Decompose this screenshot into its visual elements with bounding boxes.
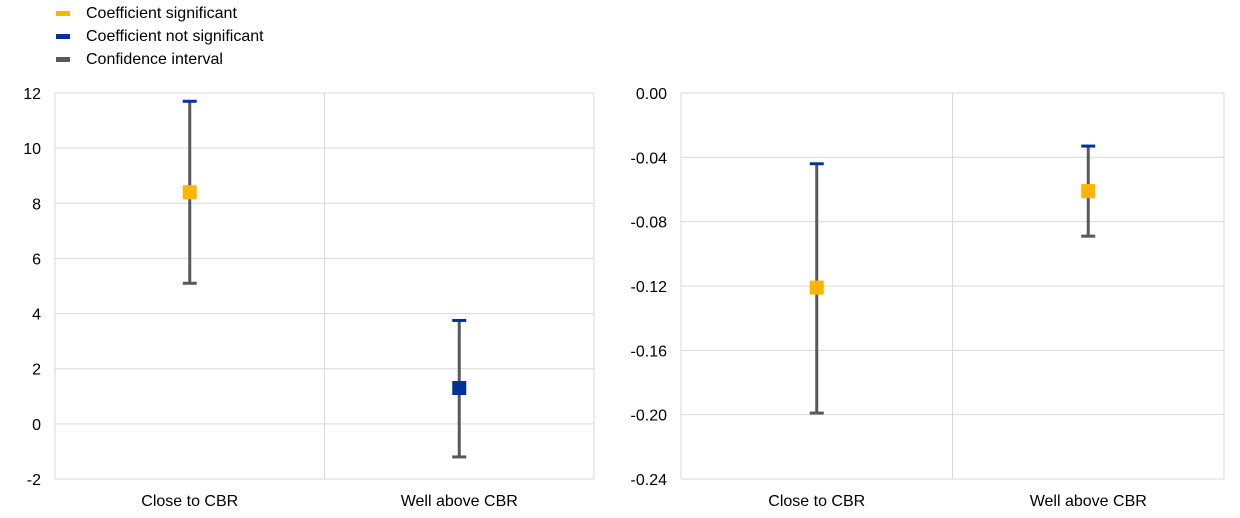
y-tick-label: 8 — [32, 196, 41, 213]
y-tick-label: -0.12 — [631, 279, 668, 296]
chart-right: 0.00 -0.04 -0.08 -0.12 -0.16 -0.20 -0.24Close … — [631, 86, 1225, 510]
y-tick-label: 0 — [32, 417, 41, 434]
legend-label-confidence-interval: Confidence interval — [86, 50, 223, 68]
y-tick-label: -0.04 — [631, 150, 668, 167]
y-tick-label: -0.20 — [631, 408, 668, 425]
legend-label-not-significant: Coefficient not significant — [86, 27, 264, 45]
legend-item-significant: Coefficient significant — [56, 2, 264, 25]
legend-swatch-not-significant — [56, 34, 70, 39]
y-tick-label: 4 — [32, 307, 41, 324]
coefficient-marker-not-significant — [452, 381, 467, 396]
y-tick-label: 0.00 — [636, 86, 667, 103]
x-tick-label: Well above CBR — [1030, 493, 1147, 510]
x-tick-label: Close to CBR — [768, 493, 865, 510]
legend-swatch-significant — [56, 11, 70, 16]
coefficient-marker-significant — [1081, 184, 1096, 199]
y-tick-label: -0.08 — [631, 215, 668, 232]
coefficient-marker-significant — [809, 280, 824, 295]
legend-item-confidence-interval: Confidence interval — [56, 48, 264, 71]
y-tick-label: 2 — [32, 362, 41, 379]
chart-legend: Coefficient significant Coefficient not … — [56, 2, 264, 71]
x-tick-label: Well above CBR — [401, 493, 518, 510]
y-tick-label: 10 — [23, 141, 41, 158]
legend-swatch-confidence-interval — [56, 57, 70, 62]
y-tick-label: 12 — [23, 86, 41, 103]
y-tick-label: -2 — [27, 472, 41, 489]
legend-label-significant: Coefficient significant — [86, 4, 237, 22]
y-tick-label: -0.24 — [631, 472, 668, 489]
legend-item-not-significant: Coefficient not significant — [56, 25, 264, 48]
y-tick-label: 6 — [32, 251, 41, 268]
coefficient-marker-significant — [182, 185, 197, 200]
x-tick-label: Close to CBR — [141, 493, 238, 510]
y-tick-label: -0.16 — [631, 343, 668, 360]
